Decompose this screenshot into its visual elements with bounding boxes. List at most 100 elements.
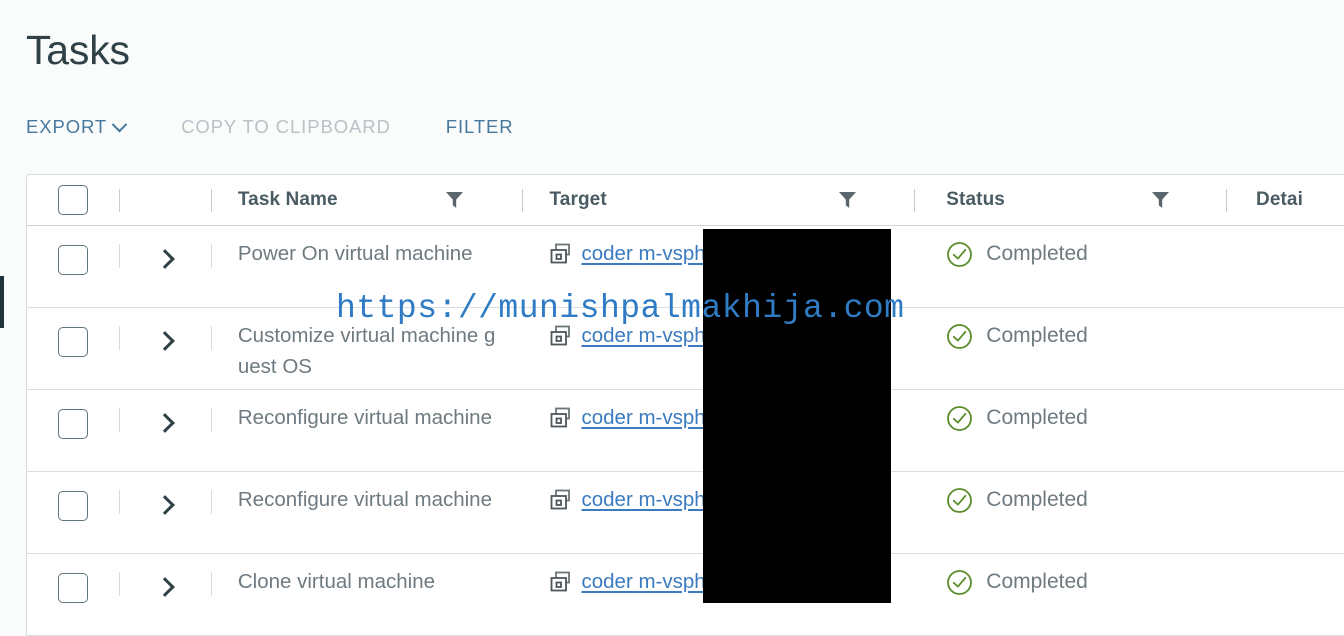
row-target-cell: coder m-vsphere [522, 390, 914, 471]
column-divider [210, 326, 212, 350]
chevron-right-icon[interactable] [155, 331, 175, 351]
filter-icon-target[interactable] [839, 192, 857, 208]
chevron-right-icon[interactable] [155, 577, 175, 597]
table-row[interactable]: Clone virtual machine coder m-vsphere Comp… [27, 554, 1344, 636]
virtual-machine-icon [549, 488, 575, 514]
column-divider [210, 189, 212, 212]
row-task-name-cell: Clone virtual machine [210, 554, 523, 635]
header-select-all-cell [27, 175, 119, 225]
column-divider [914, 189, 916, 212]
column-divider [210, 572, 212, 596]
table-row[interactable]: Reconfigure virtual machine coder m-vsphe… [27, 390, 1344, 472]
target-link[interactable]: coder m-vsphere [581, 488, 736, 511]
filter-icon-task-name[interactable] [445, 192, 463, 208]
check-circle-icon [946, 241, 973, 268]
target-link[interactable]: coder m-vsphere [581, 570, 736, 593]
column-header-target: Target [549, 189, 607, 210]
tasks-table: Task Name Target Status [26, 174, 1344, 636]
row-details-cell [1226, 226, 1344, 307]
table-row[interactable]: Reconfigure virtual machine coder m-vsphe… [27, 472, 1344, 554]
row-select-cell [27, 226, 119, 307]
row-checkbox[interactable] [57, 491, 88, 521]
chevron-right-icon[interactable] [155, 249, 175, 269]
table-row[interactable]: Customize virtual machine guest OS coder … [27, 308, 1344, 390]
row-status-cell: Completed [914, 554, 1226, 635]
filter-icon-status[interactable] [1152, 192, 1170, 208]
check-circle-icon [946, 405, 973, 432]
copy-to-clipboard-button[interactable]: COPY TO CLIPBOARD [181, 116, 391, 137]
row-select-cell [27, 472, 119, 553]
column-divider [118, 244, 120, 268]
column-divider [118, 189, 120, 212]
row-status-cell: Completed [914, 308, 1226, 389]
task-name-text: Reconfigure virtual machine [237, 488, 492, 511]
row-checkbox[interactable] [57, 245, 88, 275]
page-scrollbar-thumb[interactable] [0, 276, 4, 328]
page-title: Tasks [26, 27, 130, 73]
check-circle-icon [946, 569, 973, 596]
row-expand-cell [118, 554, 211, 635]
check-circle-icon [946, 487, 973, 514]
row-status-cell: Completed [914, 390, 1226, 471]
redaction-box [703, 229, 891, 603]
column-divider [118, 572, 120, 596]
row-task-name-cell: Reconfigure virtual machine [210, 390, 523, 471]
status-badge: Completed [986, 570, 1088, 593]
row-target-cell: coder m-vsphere [522, 308, 914, 389]
row-select-cell [27, 308, 119, 389]
chevron-right-icon[interactable] [155, 413, 175, 433]
virtual-machine-icon [549, 406, 575, 432]
row-details-cell [1226, 554, 1344, 635]
chevron-down-icon [111, 116, 128, 132]
row-select-cell [27, 554, 119, 635]
column-divider [522, 189, 524, 212]
header-task-name-cell: Task Name [210, 175, 523, 225]
task-name-text: Power On virtual machine [237, 242, 473, 265]
table-header-row: Task Name Target Status [27, 175, 1344, 226]
select-all-checkbox[interactable] [57, 185, 88, 215]
header-expand-cell [118, 175, 211, 225]
column-divider [210, 408, 212, 432]
target-link[interactable]: coder m-vsphere [581, 242, 736, 265]
target-link[interactable]: coder m-vsphere [581, 406, 736, 429]
row-target-cell: coder m-vsphere [522, 472, 914, 553]
target-link[interactable]: coder m-vsphere [581, 324, 736, 347]
row-checkbox[interactable] [57, 573, 88, 603]
column-divider [118, 408, 120, 432]
column-divider [210, 490, 212, 514]
virtual-machine-icon [549, 242, 575, 268]
check-circle-icon [946, 323, 973, 350]
row-details-cell [1226, 390, 1344, 471]
row-select-cell [27, 390, 119, 471]
row-target-cell: coder m-vsphere [522, 554, 914, 635]
row-status-cell: Completed [914, 226, 1226, 307]
column-divider [118, 490, 120, 514]
row-expand-cell [118, 472, 211, 553]
filter-button[interactable]: FILTER [445, 116, 514, 137]
header-status-cell: Status [914, 175, 1226, 225]
row-status-cell: Completed [914, 472, 1226, 553]
status-badge: Completed [986, 242, 1088, 265]
action-bar: EXPORT COPY TO CLIPBOARD FILTER [26, 112, 514, 142]
header-target-cell: Target [522, 175, 914, 225]
row-checkbox[interactable] [57, 409, 88, 439]
task-name-text: Clone virtual machine [237, 570, 435, 593]
row-expand-cell [118, 226, 211, 307]
row-target-cell: coder m-vsphere [522, 226, 914, 307]
table-row[interactable]: Power On virtual machine coder m-vsphere C… [27, 226, 1344, 308]
row-details-cell [1226, 308, 1344, 389]
row-expand-cell [118, 390, 211, 471]
export-label: EXPORT [26, 116, 108, 137]
column-divider [118, 326, 120, 350]
column-header-task-name: Task Name [237, 189, 338, 210]
row-task-name-cell: Customize virtual machine guest OS [210, 308, 523, 389]
status-badge: Completed [986, 406, 1088, 429]
column-header-details: Detai [1256, 189, 1303, 210]
export-button[interactable]: EXPORT [26, 116, 128, 138]
status-badge: Completed [986, 324, 1088, 347]
row-checkbox[interactable] [57, 327, 88, 357]
chevron-right-icon[interactable] [155, 495, 175, 515]
page-scrollbar[interactable] [0, 0, 4, 636]
